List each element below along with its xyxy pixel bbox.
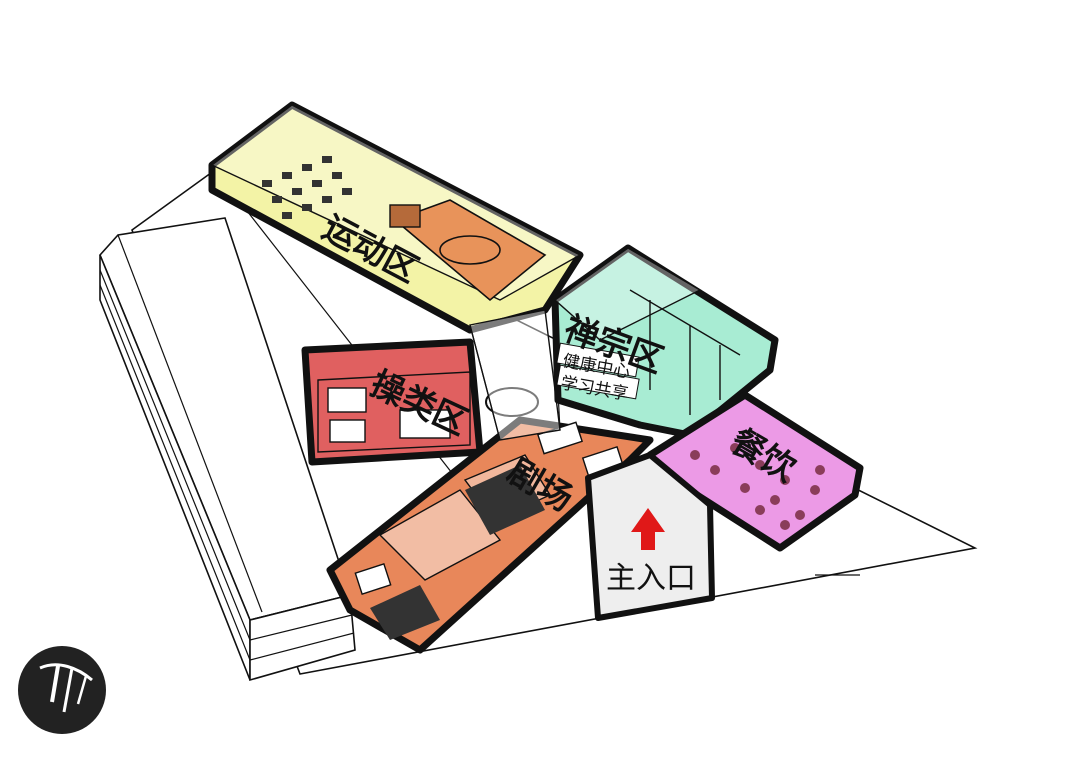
- left-block: [99, 217, 356, 682]
- zone-sports: 运动区: [208, 101, 584, 334]
- main-entrance: 主入口: [585, 452, 715, 621]
- court-circle: [439, 235, 501, 265]
- dining-tables: [690, 443, 825, 530]
- seating-block: [370, 585, 440, 640]
- zone-zen: 禅宗区 健康中心 学习共享: [551, 244, 779, 439]
- practice-room: [399, 409, 451, 439]
- study-sign: [556, 364, 640, 400]
- practice-room: [327, 387, 367, 413]
- stage-box: [537, 421, 583, 455]
- zone-practice: 操类区: [301, 338, 539, 466]
- practice-disc: [485, 387, 539, 417]
- zone-theater: 剧场: [326, 416, 654, 654]
- entrance-arrow-icon: [631, 508, 665, 550]
- basketball-court: [393, 199, 547, 302]
- glass-connector: [469, 309, 561, 441]
- brush-logo-icon: [18, 646, 106, 734]
- practice-room: [329, 419, 366, 443]
- entrance-label: 主入口: [606, 561, 696, 596]
- health-sign: [556, 342, 640, 378]
- seating-block: [465, 465, 545, 535]
- stage-box: [354, 563, 392, 595]
- pool-box: [389, 204, 421, 228]
